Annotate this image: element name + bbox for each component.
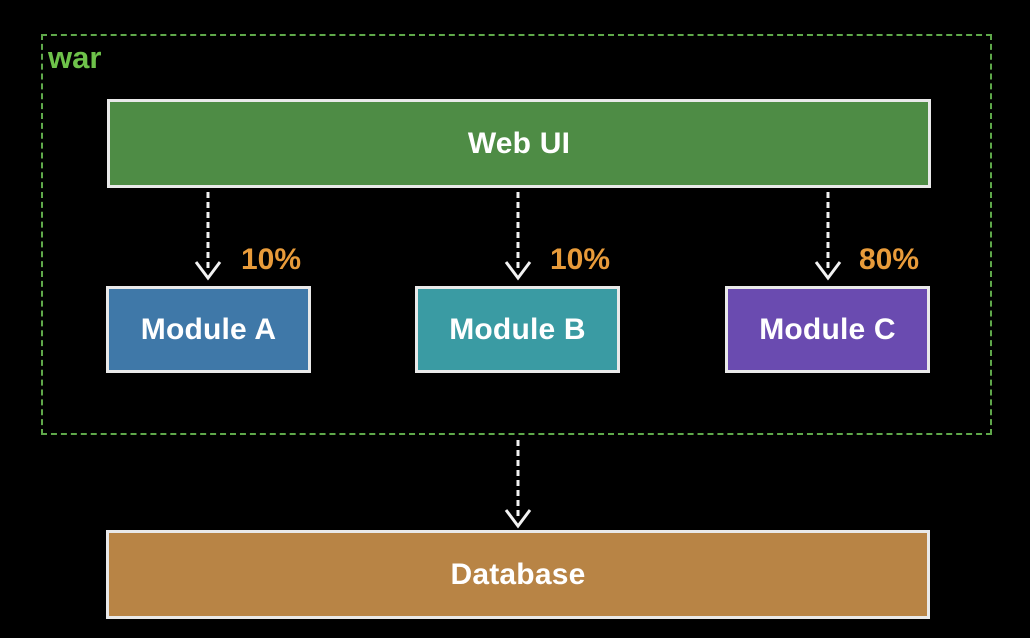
arrow-war-to-database (504, 440, 532, 529)
war-container-label: war (48, 40, 102, 75)
module-a-label: Module A (140, 312, 277, 346)
module-b-box: Module B (415, 286, 620, 373)
module-c-percent: 80% (859, 243, 920, 276)
module-b-percent: 10% (550, 243, 611, 276)
arrow-web-ui-to-module-a (194, 192, 222, 281)
database-label: Database (450, 557, 586, 591)
module-a-box: Module A (106, 286, 311, 373)
web-ui-box: Web UI (107, 99, 931, 188)
module-c-box: Module C (725, 286, 930, 373)
arrow-web-ui-to-module-c (814, 192, 842, 281)
module-a-percent: 10% (241, 243, 302, 276)
war-container-boundary (41, 34, 992, 435)
arrow-web-ui-to-module-b (504, 192, 532, 281)
module-b-label: Module B (449, 312, 586, 346)
module-c-label: Module C (759, 312, 896, 346)
web-ui-label: Web UI (467, 126, 571, 160)
database-box: Database (106, 530, 930, 619)
